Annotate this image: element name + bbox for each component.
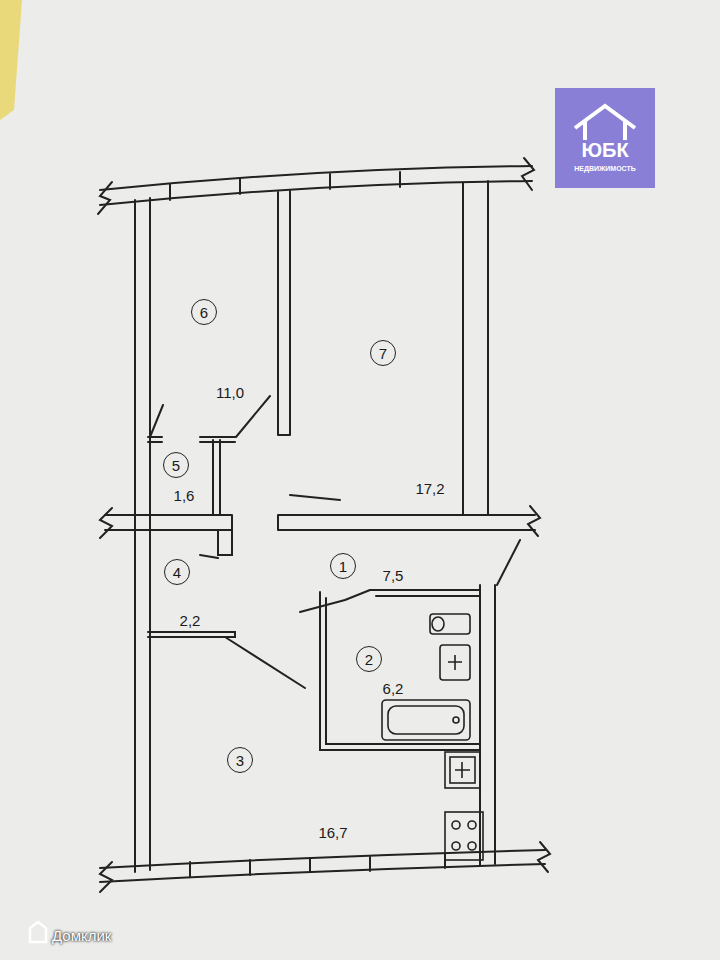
room-number: 1 [330,553,356,579]
room-number: 3 [227,747,253,773]
room-area: 11,0 [214,384,246,401]
room-number: 6 [191,299,217,325]
walls [98,158,550,892]
room-area: 2,2 [178,612,203,629]
room-number-text: 5 [172,458,180,473]
watermark: Домклик [52,927,111,944]
logo-panel [555,88,655,188]
logo-subtext: НЕДВИЖИМОСТЬ [574,165,636,172]
logo-text: ЮБК [581,139,628,162]
room-number-text: 1 [339,559,347,574]
room-number-text: 6 [200,305,208,320]
binder-edge [0,0,22,120]
domclick-icon [30,922,46,942]
room-number-text: 4 [173,565,181,580]
room-area: 17,2 [413,480,446,497]
room-number-text: 2 [365,652,373,667]
room-number-text: 7 [379,346,387,361]
room-number: 4 [164,559,190,585]
room-area: 1,6 [172,487,197,504]
room-number: 2 [356,646,382,672]
room-area: 6,2 [381,680,406,697]
room-number: 5 [163,452,189,478]
logo-house [575,106,635,140]
fixtures [382,614,483,860]
room-area: 7,5 [381,567,406,584]
room-area: 16,7 [316,824,349,841]
room-number-text: 3 [236,753,244,768]
room-number: 7 [370,340,396,366]
